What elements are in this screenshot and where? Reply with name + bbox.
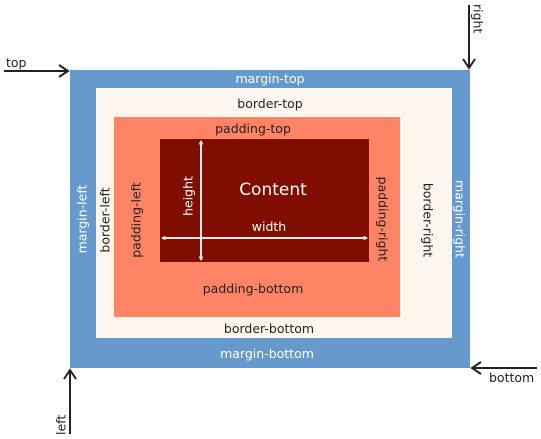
right-arrow bbox=[462, 5, 476, 70]
margin-top-label: margin-top bbox=[235, 71, 304, 86]
left-label: left bbox=[54, 415, 69, 435]
padding-right-label: padding-right bbox=[376, 177, 391, 262]
border-right-label: border-right bbox=[421, 183, 436, 257]
border-left-label: border-left bbox=[98, 187, 113, 252]
width-label: width bbox=[252, 219, 286, 234]
border-top-label: border-top bbox=[237, 96, 303, 111]
content-label: Content bbox=[239, 180, 307, 200]
border-bottom-label: border-bottom bbox=[224, 321, 314, 336]
margin-bottom-label: margin-bottom bbox=[220, 346, 314, 361]
margin-right-label: margin-right bbox=[453, 180, 468, 258]
top-arrow bbox=[4, 64, 70, 78]
top-label: top bbox=[6, 55, 27, 70]
left-arrow bbox=[63, 368, 77, 434]
padding-bottom-label: padding-bottom bbox=[203, 281, 304, 296]
height-label: height bbox=[181, 176, 196, 216]
bottom-label: bottom bbox=[489, 370, 534, 385]
right-label: right bbox=[471, 4, 486, 33]
bottom-arrow bbox=[470, 361, 537, 375]
content-box bbox=[160, 139, 369, 262]
padding-left-label: padding-left bbox=[129, 182, 144, 258]
padding-top-label: padding-top bbox=[215, 121, 291, 136]
margin-left-label: margin-left bbox=[75, 184, 90, 253]
